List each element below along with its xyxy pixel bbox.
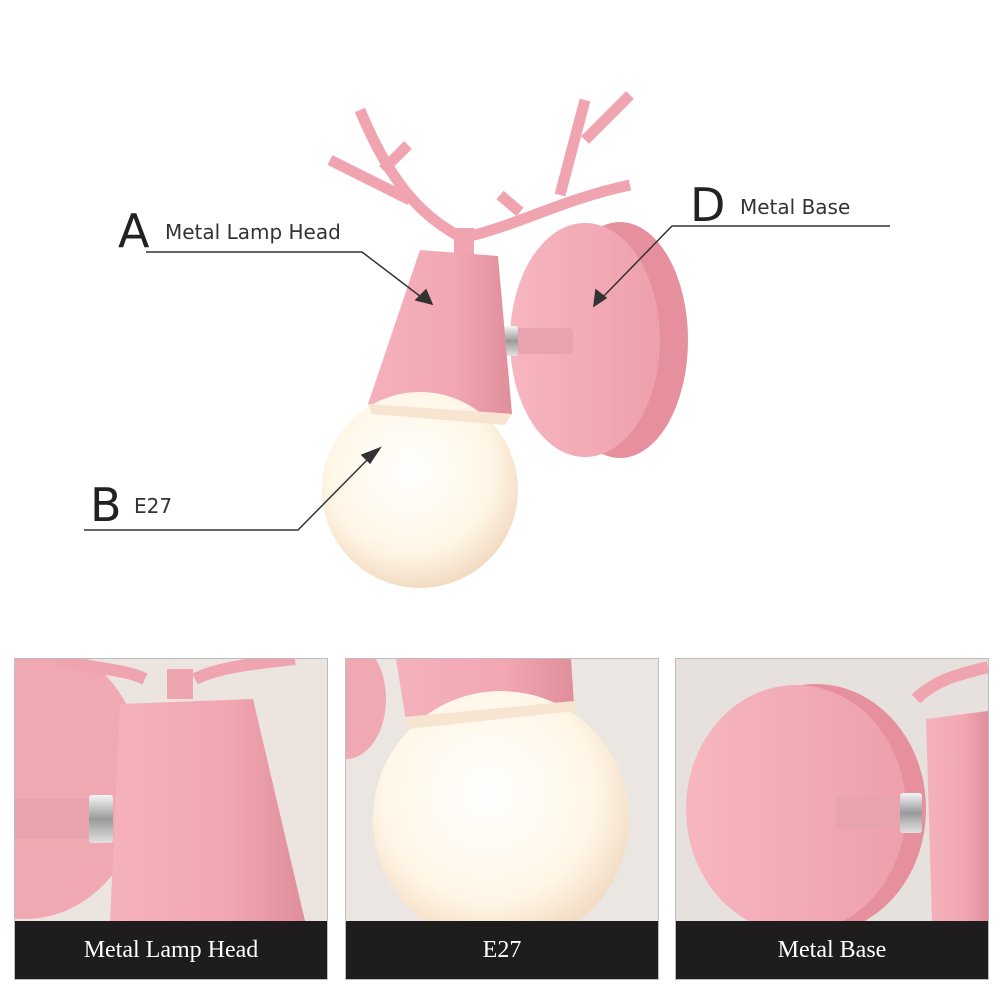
callout-a-label: Metal Lamp Head xyxy=(165,220,341,244)
metal-lamp-head xyxy=(368,228,512,414)
callout-a-letter: A xyxy=(118,204,150,258)
callout-d-label: Metal Base xyxy=(740,195,851,219)
base-closeup xyxy=(676,659,988,921)
panel-caption: Metal Base xyxy=(676,921,988,979)
detail-panel-base: Metal Base xyxy=(675,658,989,980)
lamp-head-closeup xyxy=(15,659,327,921)
panel-caption: Metal Lamp Head xyxy=(15,921,327,979)
detail-panel-lamp-head: Metal Lamp Head xyxy=(14,658,328,980)
bulb-closeup xyxy=(346,659,658,921)
antler-decoration xyxy=(327,91,634,244)
callout-b-label: E27 xyxy=(134,494,173,518)
connector-rod xyxy=(505,328,573,354)
callout-b-letter: B xyxy=(90,478,122,532)
callout-d-letter: D xyxy=(690,178,726,232)
metal-base xyxy=(510,222,688,458)
detail-panel-bulb: E27 xyxy=(345,658,659,980)
e27-bulb xyxy=(322,392,518,588)
callout-lines xyxy=(84,225,890,531)
product-illustration xyxy=(84,91,890,588)
panel-caption: E27 xyxy=(346,921,658,979)
